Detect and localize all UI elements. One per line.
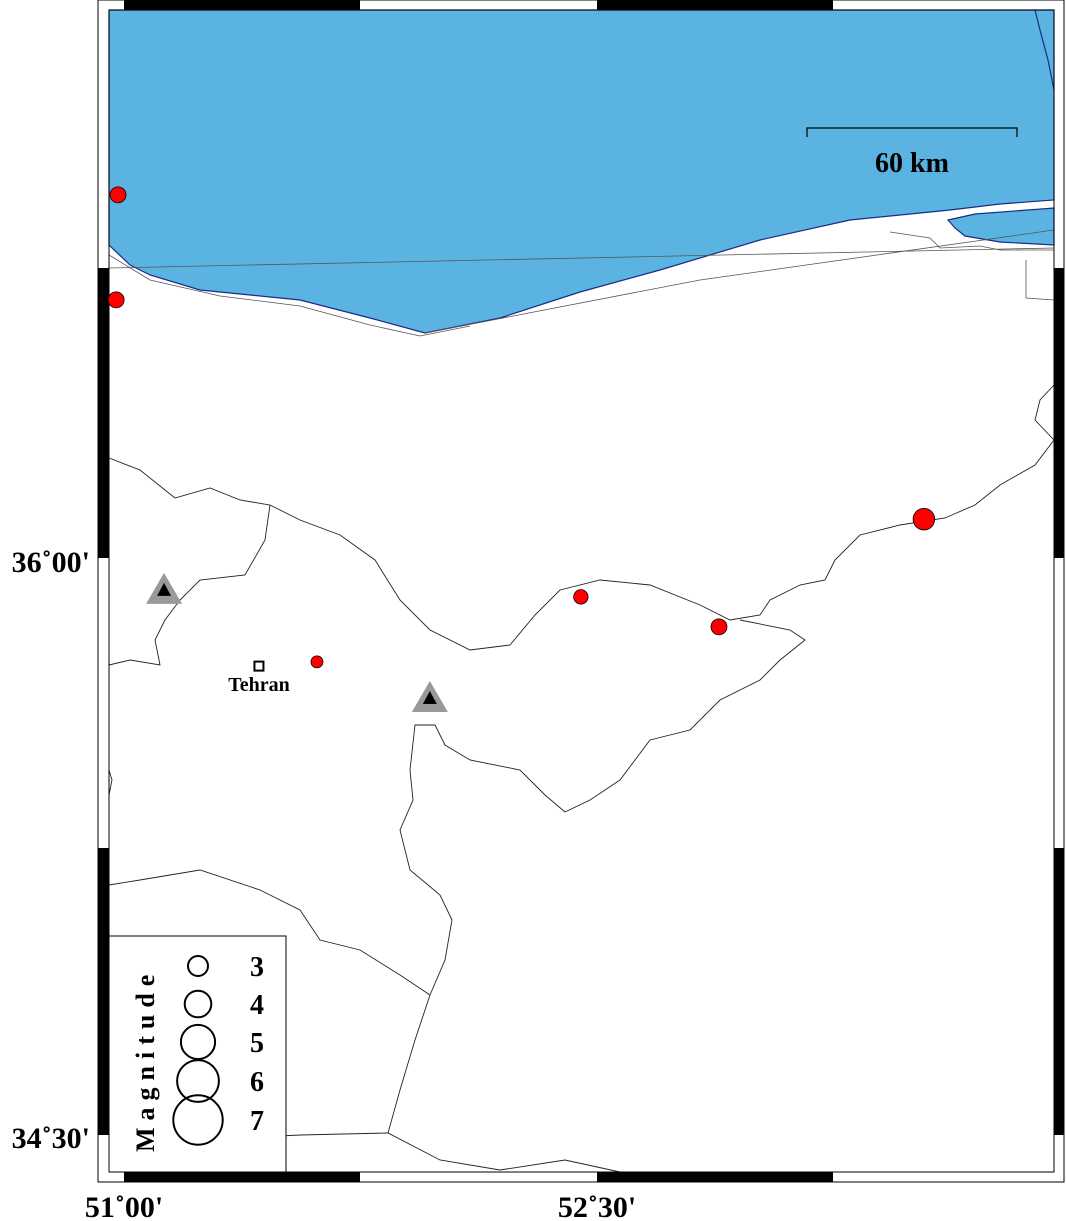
- scale-bar: [806, 127, 1018, 137]
- scale-bar-label: 60 km: [875, 148, 949, 179]
- earthquake-marker: [710, 618, 728, 636]
- earthquake-marker: [310, 655, 324, 669]
- legend-circle: [179, 1023, 217, 1061]
- legend-label: 7: [250, 1106, 264, 1137]
- legend-circle: [187, 955, 209, 977]
- volcano-layer: [146, 572, 448, 713]
- legend-label: 3: [250, 952, 264, 983]
- magnitude-legend: Magnitude 3 4 5 6 7: [108, 935, 287, 1173]
- legend-circle: [183, 989, 213, 1019]
- north-coast: [1034, 9, 1055, 91]
- volcano-icon: [411, 681, 448, 713]
- city-marker: [253, 660, 265, 672]
- x-tick-label: 51˚00': [85, 1191, 163, 1221]
- map-frame: [97, 0, 1065, 1183]
- bay: [946, 207, 1055, 246]
- y-tick-label: 34˚30': [12, 1122, 90, 1155]
- province-boundaries: [108, 384, 1055, 1173]
- earthquake-marker: [107, 291, 125, 309]
- legend-label: 5: [250, 1028, 264, 1059]
- legend-label: 4: [250, 990, 264, 1021]
- legend-label: 6: [250, 1067, 264, 1098]
- earthquake-marker: [109, 186, 127, 204]
- volcano-icon: [146, 572, 183, 604]
- coastline-detail: [108, 229, 1055, 337]
- legend-title: Magnitude: [131, 968, 160, 1152]
- city-label: Tehran: [228, 674, 290, 696]
- earthquake-marker: [573, 589, 589, 605]
- x-tick-label: 52˚30': [558, 1191, 636, 1221]
- caspian-sea: [108, 9, 1055, 334]
- earthquake-layer: [107, 186, 936, 669]
- y-tick-label: 36˚00': [12, 546, 90, 579]
- legend-circle: [172, 1094, 224, 1146]
- legend-circle: [176, 1059, 220, 1103]
- earthquake-marker: [912, 507, 936, 531]
